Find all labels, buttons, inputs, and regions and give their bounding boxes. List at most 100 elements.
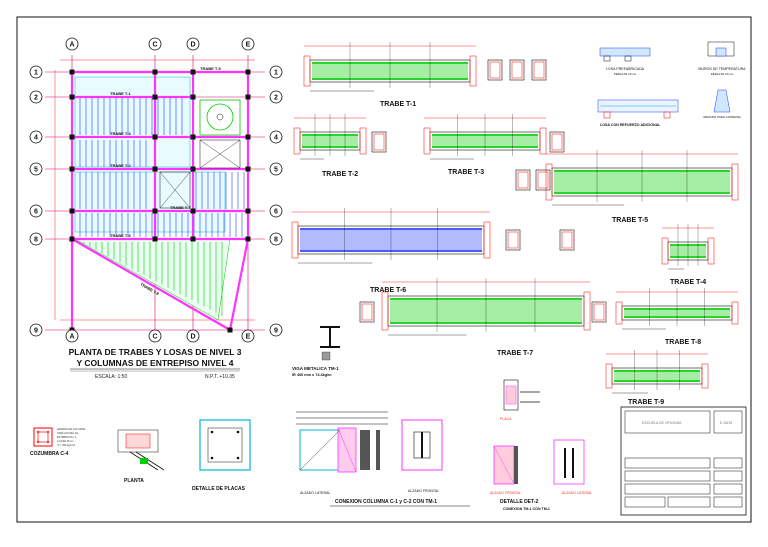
axis-left-2-text: 2 bbox=[34, 95, 38, 102]
svg-text:TRABE T-7: TRABE T-7 bbox=[170, 205, 191, 210]
support-right bbox=[701, 363, 709, 389]
axis-top-C-text: C bbox=[152, 42, 157, 49]
section-stirrup bbox=[517, 171, 529, 189]
alzado-frontal-1: ALZADO FRONTAL bbox=[408, 489, 439, 493]
axis-top-D-circle bbox=[186, 37, 200, 51]
support-left bbox=[381, 291, 389, 331]
section-outline bbox=[549, 131, 565, 153]
svg-text:TRABE T-6: TRABE T-6 bbox=[110, 233, 131, 238]
beam-t8 bbox=[615, 288, 739, 330]
section-outline bbox=[509, 59, 525, 81]
axis-top-E-text: E bbox=[246, 42, 251, 49]
viga-sub: IR 406 mm x 74.4kg/m bbox=[292, 373, 332, 377]
axis-bottom-D-circle bbox=[186, 329, 200, 343]
label-trabe-t5: TRABE T-5 bbox=[612, 217, 648, 224]
axis-right-2-circle bbox=[269, 90, 283, 104]
beam-t3 bbox=[423, 114, 547, 160]
plan-column bbox=[245, 208, 251, 214]
axis-left-6-text: 6 bbox=[34, 209, 38, 216]
support-right bbox=[731, 301, 739, 325]
svg-text:TRABE T-3: TRABE T-3 bbox=[110, 131, 131, 136]
alzado-lateral-1: ALZADO LATERAL bbox=[300, 491, 330, 495]
alzado-lateral-2: ALZADO LATERAL bbox=[562, 491, 592, 495]
losa-label: LOSA PREFABRICADA bbox=[606, 67, 645, 71]
plan-column bbox=[245, 236, 251, 242]
section-outline bbox=[515, 169, 531, 191]
support-right bbox=[469, 55, 477, 87]
svg-text:A CADA 15 cm: A CADA 15 cm bbox=[57, 440, 74, 443]
muros-sub: PERALTE 20 cm bbox=[711, 72, 734, 76]
title-block[interactable]: ESCUELA DE OFICINAS E-35/15 bbox=[620, 406, 747, 516]
beam-t5 bbox=[545, 150, 739, 206]
section-outline bbox=[535, 169, 551, 191]
axis-left-5-circle bbox=[29, 162, 43, 176]
axis-right-2-text: 2 bbox=[274, 95, 278, 102]
conexion-label: CONEXION COLUMNA C-1 y C-2 CON TM-1 bbox=[335, 499, 437, 505]
axis-top-A-circle bbox=[65, 37, 79, 51]
section-outline bbox=[371, 131, 387, 153]
plan-column bbox=[190, 166, 196, 172]
sheet-border bbox=[16, 16, 752, 523]
support-left bbox=[303, 55, 311, 87]
plan-column bbox=[190, 208, 196, 214]
support-right bbox=[583, 291, 591, 331]
beam-t9 bbox=[605, 350, 709, 394]
plan-column bbox=[245, 94, 251, 100]
axis-left-8-text: 8 bbox=[34, 237, 38, 244]
label-trabe-t3: TRABE T-3 bbox=[448, 169, 484, 176]
label-trabe-t1: TRABE T-1 bbox=[380, 101, 416, 108]
plan-column bbox=[69, 166, 75, 172]
label-trabe-t9: TRABE T-9 bbox=[628, 399, 664, 406]
support-left bbox=[605, 363, 613, 389]
section-stirrup bbox=[511, 61, 523, 79]
section-stirrup bbox=[561, 231, 573, 249]
det2-label: DETALLE DET-2 bbox=[500, 499, 538, 505]
support-left bbox=[293, 127, 301, 155]
axis-right-6-text: 6 bbox=[274, 209, 278, 216]
axis-bottom-A-circle bbox=[65, 329, 79, 343]
axis-left-1-text: 1 bbox=[34, 70, 38, 77]
label-trabe-t6: TRABE T-6 bbox=[370, 287, 406, 294]
section-stirrup bbox=[489, 61, 501, 79]
plan-column bbox=[190, 134, 196, 140]
losa-sub: PERALTE 20 cm bbox=[614, 72, 637, 76]
section-stirrup bbox=[361, 303, 373, 321]
section-stirrup bbox=[507, 231, 519, 249]
axis-left-9-text: 9 bbox=[34, 328, 38, 335]
support-right bbox=[359, 127, 367, 155]
det2-sub: CONEXION TM-1 CON TM-1 bbox=[503, 507, 550, 511]
beam-t7 bbox=[381, 278, 591, 336]
svg-text:VARILLAS DEL No.: VARILLAS DEL No. bbox=[57, 432, 79, 435]
axis-right-4-circle bbox=[269, 130, 283, 144]
svg-text:f'c = 250 kg/cm2: f'c = 250 kg/cm2 bbox=[57, 444, 76, 447]
axis-top-C-circle bbox=[148, 37, 162, 51]
axis-right-5-text: 5 bbox=[274, 167, 278, 174]
axis-right-1-circle bbox=[269, 65, 283, 79]
axis-right-6-circle bbox=[269, 204, 283, 218]
plan-column bbox=[245, 69, 251, 75]
label-trabe-t7: TRABE T-7 bbox=[497, 350, 533, 357]
placas-label: DETALLE DE PLACAS bbox=[192, 486, 246, 492]
plan-column bbox=[152, 166, 158, 172]
muros-label: MUROS DE TEMPERATURA bbox=[698, 67, 746, 71]
plan-column bbox=[152, 236, 158, 242]
axis-right-1-text: 1 bbox=[274, 70, 278, 77]
planta-label: PLANTA bbox=[124, 478, 144, 484]
svg-text:ESTRIBOS No. 3: ESTRIBOS No. 3 bbox=[57, 436, 77, 439]
conexion-detail: ALZADO LATERAL ALZADO FRONTAL CONEXION C… bbox=[296, 411, 470, 507]
beam-labels: TRABE T-1 TRABE T-2 TRABE T-3 TRABE T-5 … bbox=[322, 101, 706, 406]
support-left bbox=[545, 163, 553, 201]
axis-bottom-C-circle bbox=[148, 329, 162, 343]
spiral-stair bbox=[159, 99, 241, 209]
axis-left-8-circle bbox=[29, 232, 43, 246]
beam-t1 bbox=[303, 42, 477, 92]
svg-text:ESCUELA DE OFICINAS: ESCUELA DE OFICINAS bbox=[642, 421, 682, 425]
section-t1a bbox=[487, 59, 503, 81]
planta-detail: PLANTA bbox=[117, 429, 165, 484]
alzado-frontal-2: ALZADO FRONTAL bbox=[490, 491, 521, 495]
svg-text:E-35/15: E-35/15 bbox=[720, 421, 732, 425]
axis-left-9-circle bbox=[29, 323, 43, 337]
section-t7b bbox=[591, 301, 607, 323]
